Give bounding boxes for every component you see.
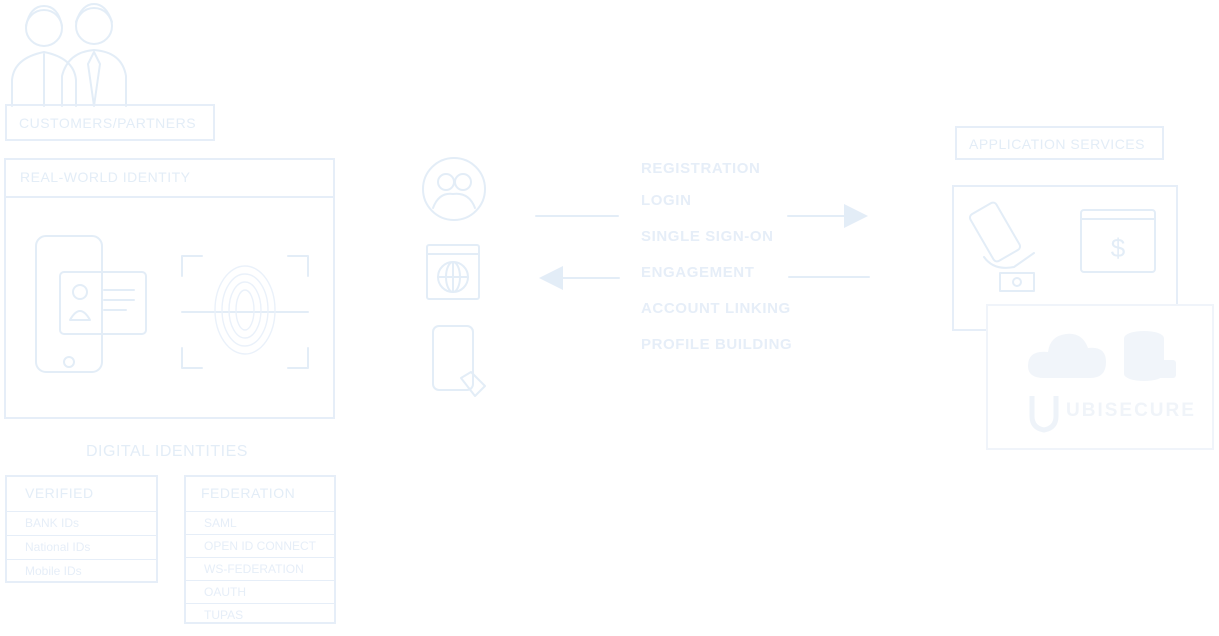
- brand-name: UBISECURE: [1066, 400, 1196, 421]
- line-left-to-labels: [535, 215, 619, 217]
- federation-item: OAUTH: [186, 580, 334, 602]
- verified-panel: VERIFIED BANK IDs National IDs Mobile ID…: [5, 475, 158, 583]
- digital-identities-heading: DIGITAL IDENTITIES: [86, 443, 248, 460]
- federation-panel: FEDERATION SAML OPEN ID CONNECT WS-FEDER…: [184, 475, 336, 624]
- application-services-label: APPLICATION SERVICES: [969, 136, 1145, 152]
- flow-item: LOGIN: [641, 192, 692, 209]
- federation-item: OPEN ID CONNECT: [186, 534, 334, 556]
- people-icon: [11, 3, 127, 107]
- phone-id-card-icon: [35, 235, 147, 373]
- verified-item: National IDs: [7, 535, 156, 557]
- verified-item: Mobile IDs: [7, 559, 156, 581]
- application-services-label-box: APPLICATION SERVICES: [955, 126, 1164, 160]
- customers-label: CUSTOMERS/PARTNERS: [19, 115, 197, 131]
- real-world-identity-panel: REAL-WORLD IDENTITY: [4, 158, 335, 419]
- cloud-icon: [1028, 333, 1106, 378]
- arrow-right-icon: [787, 204, 868, 228]
- real-world-identity-header: REAL-WORLD IDENTITY: [6, 160, 333, 198]
- flow-item: PROFILE BUILDING: [641, 336, 793, 353]
- line-labels-to-right: [788, 276, 870, 278]
- flow-item: SINGLE SIGN-ON: [641, 228, 774, 245]
- arrow-left-icon: [539, 266, 620, 290]
- browser-globe-icon: [426, 244, 480, 300]
- fingerprint-scan-icon: [181, 255, 309, 369]
- ubisecure-logo-icon: [1029, 396, 1059, 433]
- federation-item: TUPAS: [186, 603, 334, 625]
- verified-title: VERIFIED: [25, 485, 94, 501]
- mobile-payment-icon: [968, 201, 1035, 292]
- user-avatar-icon: [422, 157, 486, 221]
- billing-browser-icon: $: [1080, 209, 1156, 273]
- federation-item: SAML: [186, 511, 334, 533]
- flow-item: ACCOUNT LINKING: [641, 300, 791, 317]
- flow-item: REGISTRATION: [641, 160, 761, 177]
- federation-title: FEDERATION: [201, 485, 296, 501]
- verified-item: BANK IDs: [7, 511, 156, 533]
- real-world-identity-label: REAL-WORLD IDENTITY: [20, 169, 191, 185]
- flow-item: ENGAGEMENT: [641, 264, 755, 281]
- customers-label-box: CUSTOMERS/PARTNERS: [5, 104, 215, 141]
- ubisecure-panel: UBISECURE: [986, 304, 1214, 450]
- mobile-touch-icon: [432, 325, 486, 397]
- svg-text:$: $: [1111, 233, 1126, 263]
- federation-item: WS-FEDERATION: [186, 557, 334, 579]
- database-icon: [1124, 331, 1176, 381]
